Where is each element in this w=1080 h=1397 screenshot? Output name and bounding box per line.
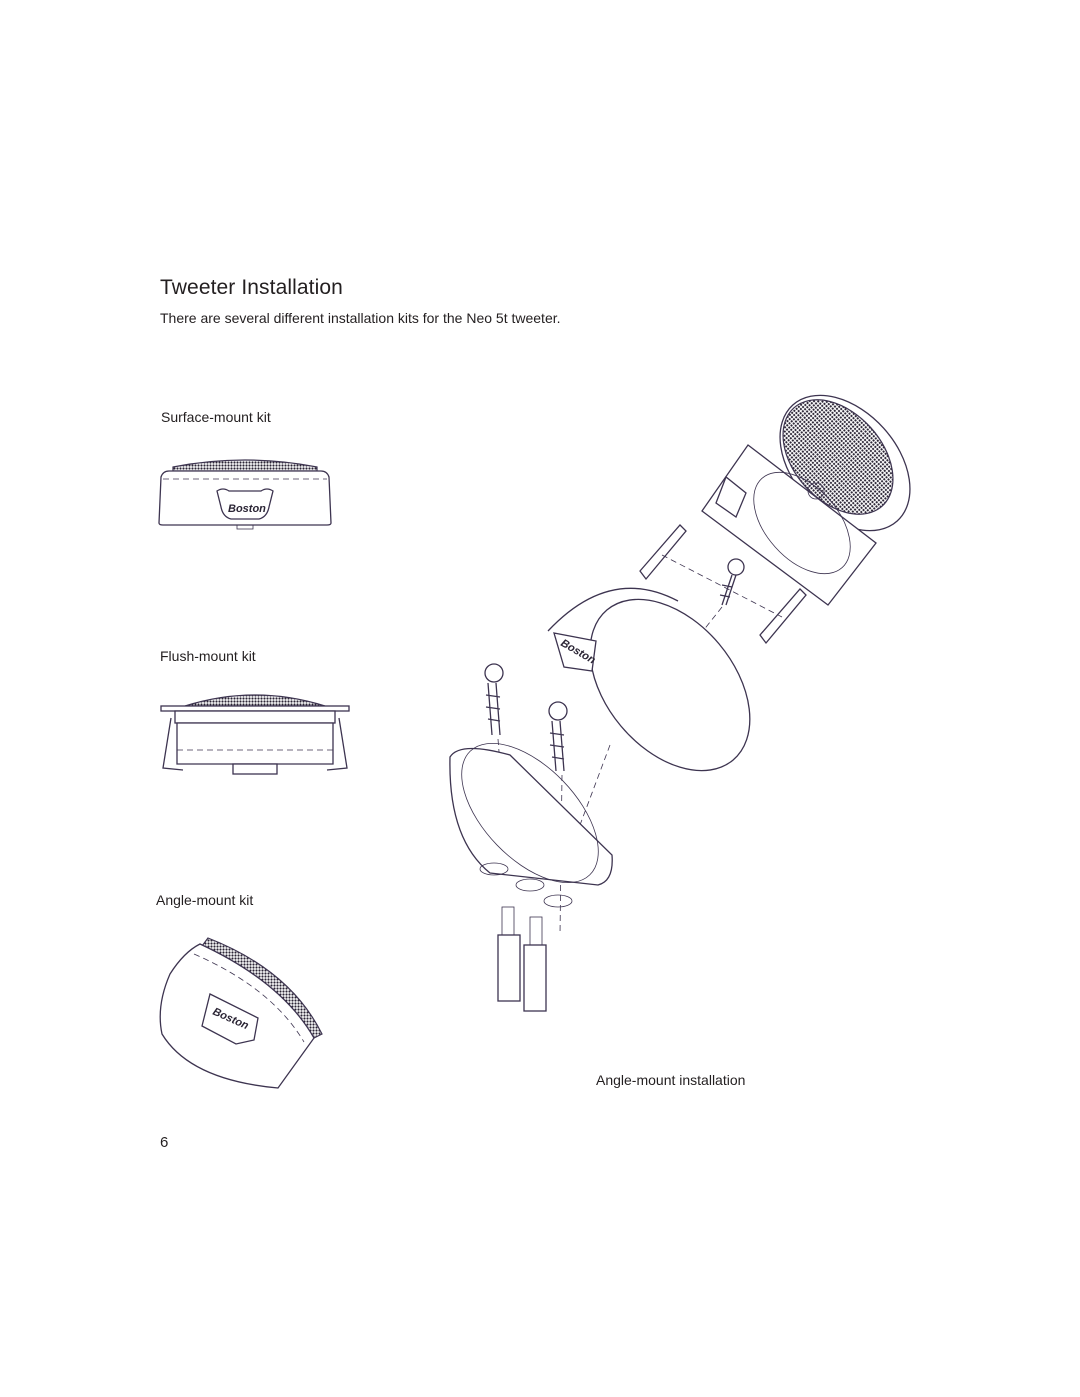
angle-mount-installation-label: Angle-mount installation — [596, 1072, 746, 1088]
boston-logo: Boston — [228, 503, 266, 515]
flush-mount-kit-illustration — [160, 694, 350, 775]
angle-mount-kit-label: Angle-mount kit — [156, 892, 254, 908]
page-title: Tweeter Installation — [160, 276, 343, 300]
page-number: 6 — [160, 1134, 169, 1151]
flush-mount-kit-label: Flush-mount kit — [160, 648, 256, 664]
surface-mount-kit-illustration: Boston — [158, 459, 332, 530]
surface-mount-kit-label: Surface-mount kit — [161, 409, 271, 425]
angle-mount-installation-illustration: Boston — [449, 394, 911, 1012]
angle-mount-kit-illustration: Boston — [159, 937, 323, 1089]
intro-paragraph: There are several different installation… — [160, 310, 561, 326]
